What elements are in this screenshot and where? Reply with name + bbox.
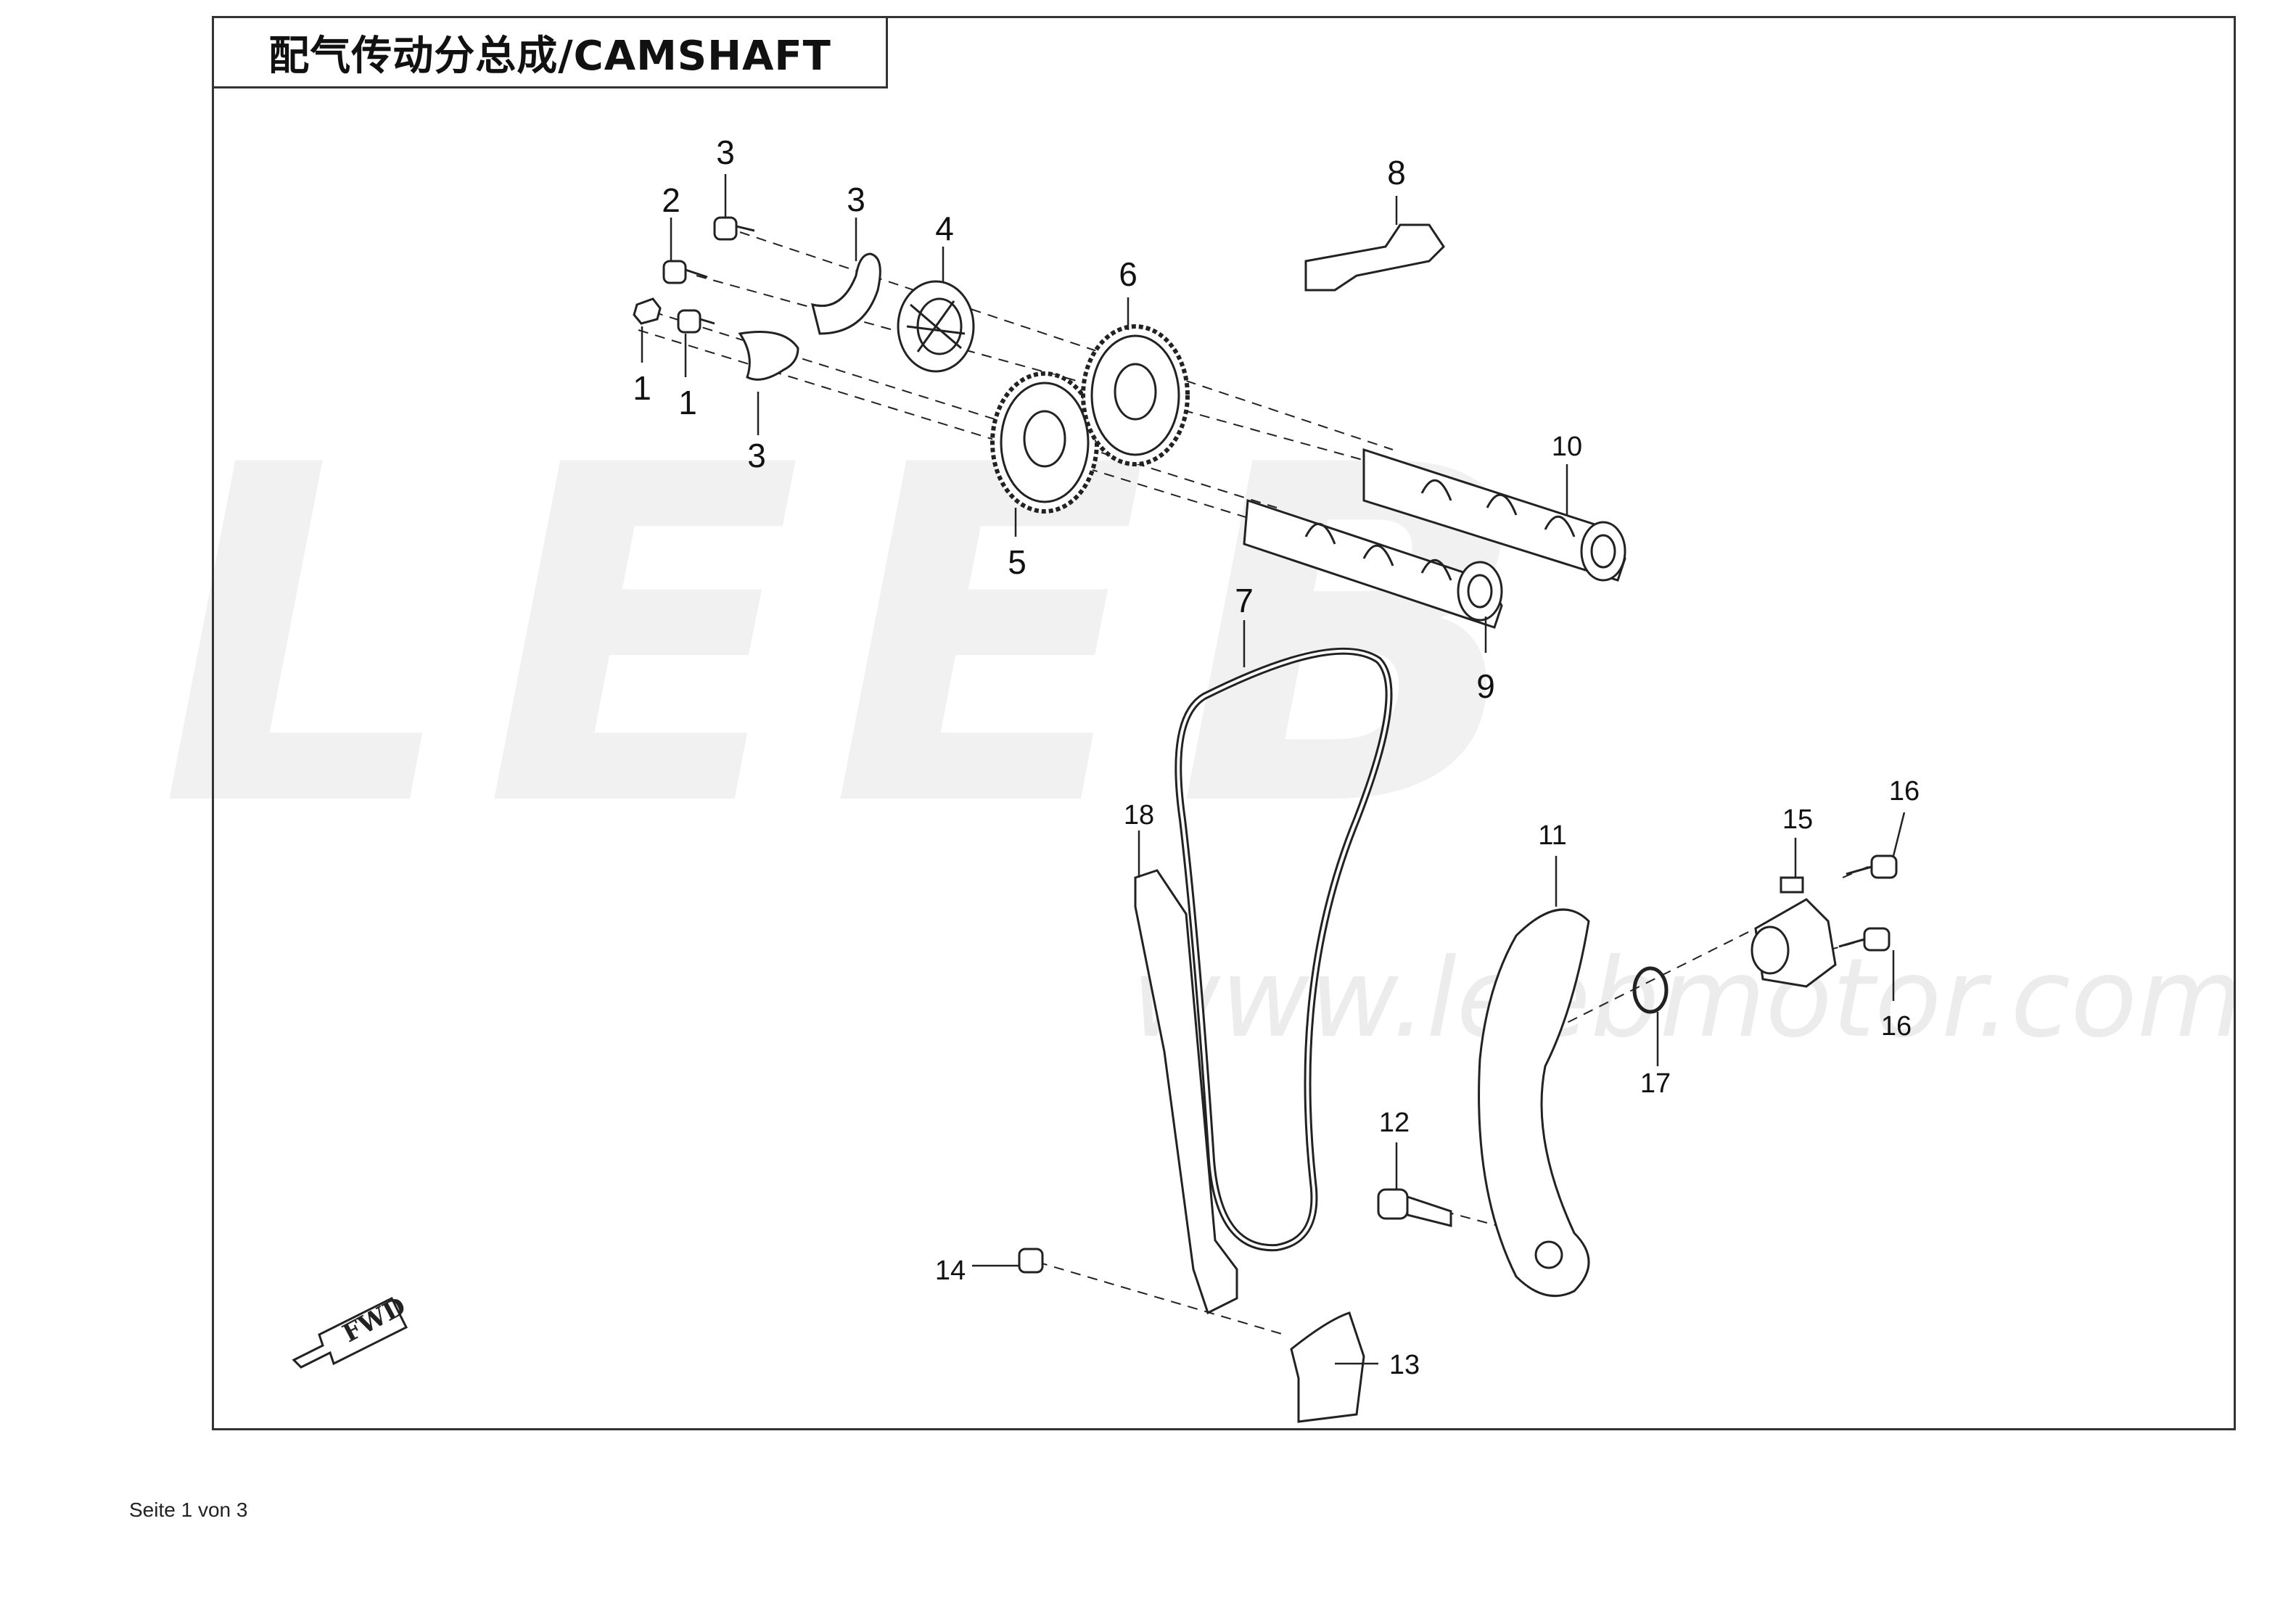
camshaft-9-icon [1243,498,1503,629]
callout-16a: 16 [1888,776,1920,807]
callout-15: 15 [1782,804,1814,835]
retainer-plate-lower-icon [738,331,799,381]
callout-4: 4 [935,210,954,247]
chain-guide-18-icon [1134,869,1238,1315]
callout-11: 11 [1538,820,1567,851]
watermark-brand: LEEB [160,368,1560,908]
decompressor-icon [897,280,975,373]
page-title: 配气传动分总成/CAMSHAFT [212,16,888,88]
callout-6: 6 [1119,255,1138,293]
callout-14: 14 [934,1256,966,1286]
pivot-bolt-12-icon [1377,1188,1452,1227]
bolt-16b-icon [1838,927,1891,952]
callout-1b: 1 [678,384,697,421]
callout-1a: 1 [633,369,651,407]
retainer-plate-upper-icon [810,252,881,335]
callout-7: 7 [1235,582,1254,619]
page-footer: Seite 1 von 3 [129,1499,248,1521]
bolt-14-icon [1018,1248,1044,1274]
fwd-arrow-icon [292,1296,408,1369]
callout-leaders [641,174,1906,1365]
camshaft-10-icon [1362,448,1626,582]
callout-2: 2 [662,181,680,219]
bolt-16a-icon [1846,854,1898,879]
o-ring-17-icon [1632,966,1669,1014]
callout-3a: 3 [716,133,735,171]
chain-tensioner-15-icon [1751,876,1837,988]
bolt-1a-icon [633,297,662,325]
callout-10: 10 [1551,432,1583,462]
callout-3c: 3 [747,437,766,474]
callout-5: 5 [1008,543,1027,581]
callout-16b: 16 [1880,1011,1912,1042]
callout-3b: 3 [847,181,865,218]
callout-13: 13 [1389,1350,1420,1380]
diagram-frame [212,16,2236,1430]
bracket-8-icon [1304,223,1445,292]
callout-18: 18 [1123,800,1155,830]
callout-12: 12 [1378,1108,1410,1138]
sprocket-6-icon [1081,324,1190,466]
tensioner-guide-11-icon [1478,908,1590,1298]
callout-17: 17 [1640,1068,1671,1099]
callout-9: 9 [1476,667,1495,705]
guide-plate-13-icon [1290,1311,1365,1423]
bolt-2-icon [662,260,708,284]
bolt-1b-icon [677,309,715,334]
callout-8: 8 [1387,154,1406,191]
